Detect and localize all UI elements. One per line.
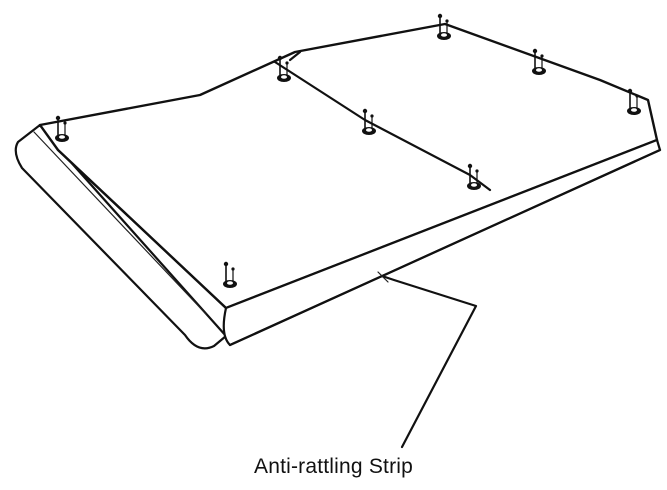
fastener-clip <box>437 13 451 40</box>
anti-rattling-strip-label: Anti-rattling Strip <box>253 455 414 478</box>
rear-inner-edge <box>56 148 228 310</box>
strip-leader-line <box>380 274 478 449</box>
fastener-group <box>55 13 641 288</box>
fastener-clip <box>277 55 291 82</box>
fastener-clip <box>467 163 481 190</box>
fastener-clip <box>627 88 641 115</box>
rear-lip <box>14 123 228 350</box>
fastener-clip <box>55 115 69 142</box>
fastener-clip <box>532 48 546 75</box>
seam-upper <box>273 60 492 192</box>
fastener-clip <box>223 261 237 288</box>
front-lip-edge <box>228 148 662 347</box>
rear-lip-crease <box>33 131 207 315</box>
seam-cross <box>288 50 302 62</box>
fastener-clip <box>362 108 376 135</box>
strip-marker <box>377 271 389 283</box>
